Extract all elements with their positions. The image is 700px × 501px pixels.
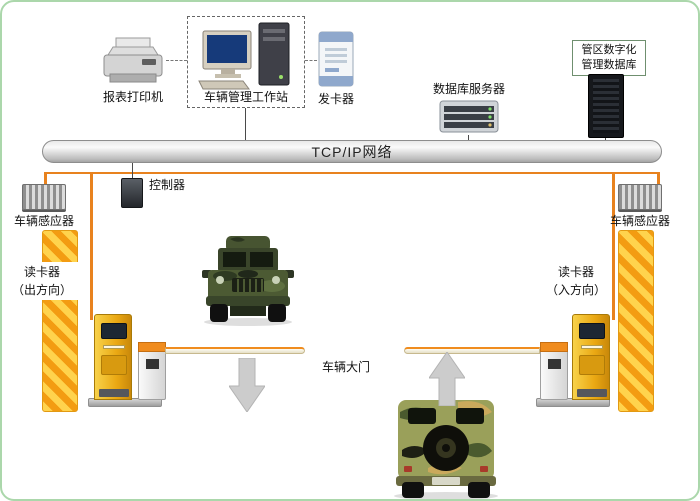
- workstation-network-link: [245, 108, 246, 140]
- field-cable-left-stub: [44, 172, 47, 184]
- field-cable-horizontal: [44, 172, 660, 174]
- kiosk-panel: [579, 355, 605, 375]
- kiosk-card-slot: [581, 345, 603, 349]
- vehicle-sensor-left-icon: [22, 184, 66, 210]
- fence-right: [618, 230, 654, 412]
- exit-direction-arrow-icon: [228, 357, 266, 417]
- housing-cap: [138, 342, 166, 352]
- vehicle-gate-label: 车辆大门: [321, 360, 370, 374]
- card-reader-kiosk-entry-icon: [572, 314, 610, 400]
- reader-entry-label: 读卡器 （入方向）: [540, 262, 612, 300]
- card-issuer-icon: [317, 30, 355, 93]
- reader-exit-label-line1: 读卡器: [23, 265, 60, 279]
- military-vehicle-rear-icon: [388, 390, 504, 499]
- vehicle-sensor-right-icon: [618, 184, 662, 210]
- kiosk-card-slot: [103, 345, 125, 349]
- printer-icon: [100, 36, 166, 93]
- housing-cap: [540, 342, 568, 352]
- reader-entry-label-line1: 读卡器: [557, 265, 594, 279]
- housing-window: [548, 359, 561, 369]
- card-reader-kiosk-exit-icon: [94, 314, 132, 400]
- printer-label: 报表打印机: [102, 90, 163, 104]
- mgmt-db-network-link: [605, 138, 606, 141]
- vehicle-sensor-left-label: 车辆感应器: [13, 214, 74, 228]
- reader-exit-label-line2: （出方向）: [11, 283, 72, 297]
- vehicle-sensor-right-label: 车辆感应器: [609, 214, 670, 228]
- military-vehicle-front-icon: [200, 234, 296, 331]
- field-cable-right-stub: [657, 172, 660, 184]
- printer-workstation-link: [166, 60, 187, 61]
- workstation-icon: [191, 19, 303, 96]
- fence-left: [42, 230, 78, 412]
- barrier-arm-right: [404, 347, 540, 354]
- mgmt-db-rack-icon: [588, 74, 624, 138]
- db-server-icon: [438, 98, 500, 141]
- card-issuer-label: 发卡器: [317, 92, 354, 106]
- rack-vents: [593, 79, 619, 133]
- kiosk-screen: [101, 323, 127, 339]
- tcpip-network-bus: TCP/IP网络: [42, 140, 662, 163]
- reader-entry-label-line2: （入方向）: [545, 283, 606, 297]
- mgmt-db-label-box: 管区数字化 管理数据库: [572, 40, 646, 76]
- workstation-group-box: 车辆管理工作站: [187, 16, 305, 108]
- tcpip-network-label: TCP/IP网络: [311, 143, 393, 160]
- field-cable-right-drop: [612, 172, 615, 320]
- db-server-label: 数据库服务器: [432, 82, 505, 96]
- controller-label: 控制器: [149, 178, 186, 192]
- kiosk-foot: [577, 389, 607, 397]
- barrier-arm-left: [165, 347, 305, 354]
- db-server-network-link: [468, 135, 469, 141]
- entry-direction-arrow-icon: [428, 351, 466, 411]
- kiosk-screen: [579, 323, 605, 339]
- field-cable-left-drop: [90, 172, 93, 320]
- barrier-housing-right-icon: [540, 342, 568, 400]
- reader-exit-label: 读卡器 （出方向）: [6, 262, 78, 300]
- mgmt-db-label-line2: 管理数据库: [581, 58, 637, 71]
- kiosk-panel: [101, 355, 127, 375]
- kiosk-foot: [99, 389, 129, 397]
- workstation-issuer-link: [305, 60, 317, 61]
- mgmt-db-label-line1: 管区数字化: [581, 44, 637, 56]
- controller-icon: [121, 178, 143, 208]
- workstation-label: 车辆管理工作站: [203, 90, 288, 105]
- housing-window: [146, 359, 159, 369]
- controller-network-link: [132, 163, 133, 178]
- barrier-housing-left-icon: [138, 342, 166, 400]
